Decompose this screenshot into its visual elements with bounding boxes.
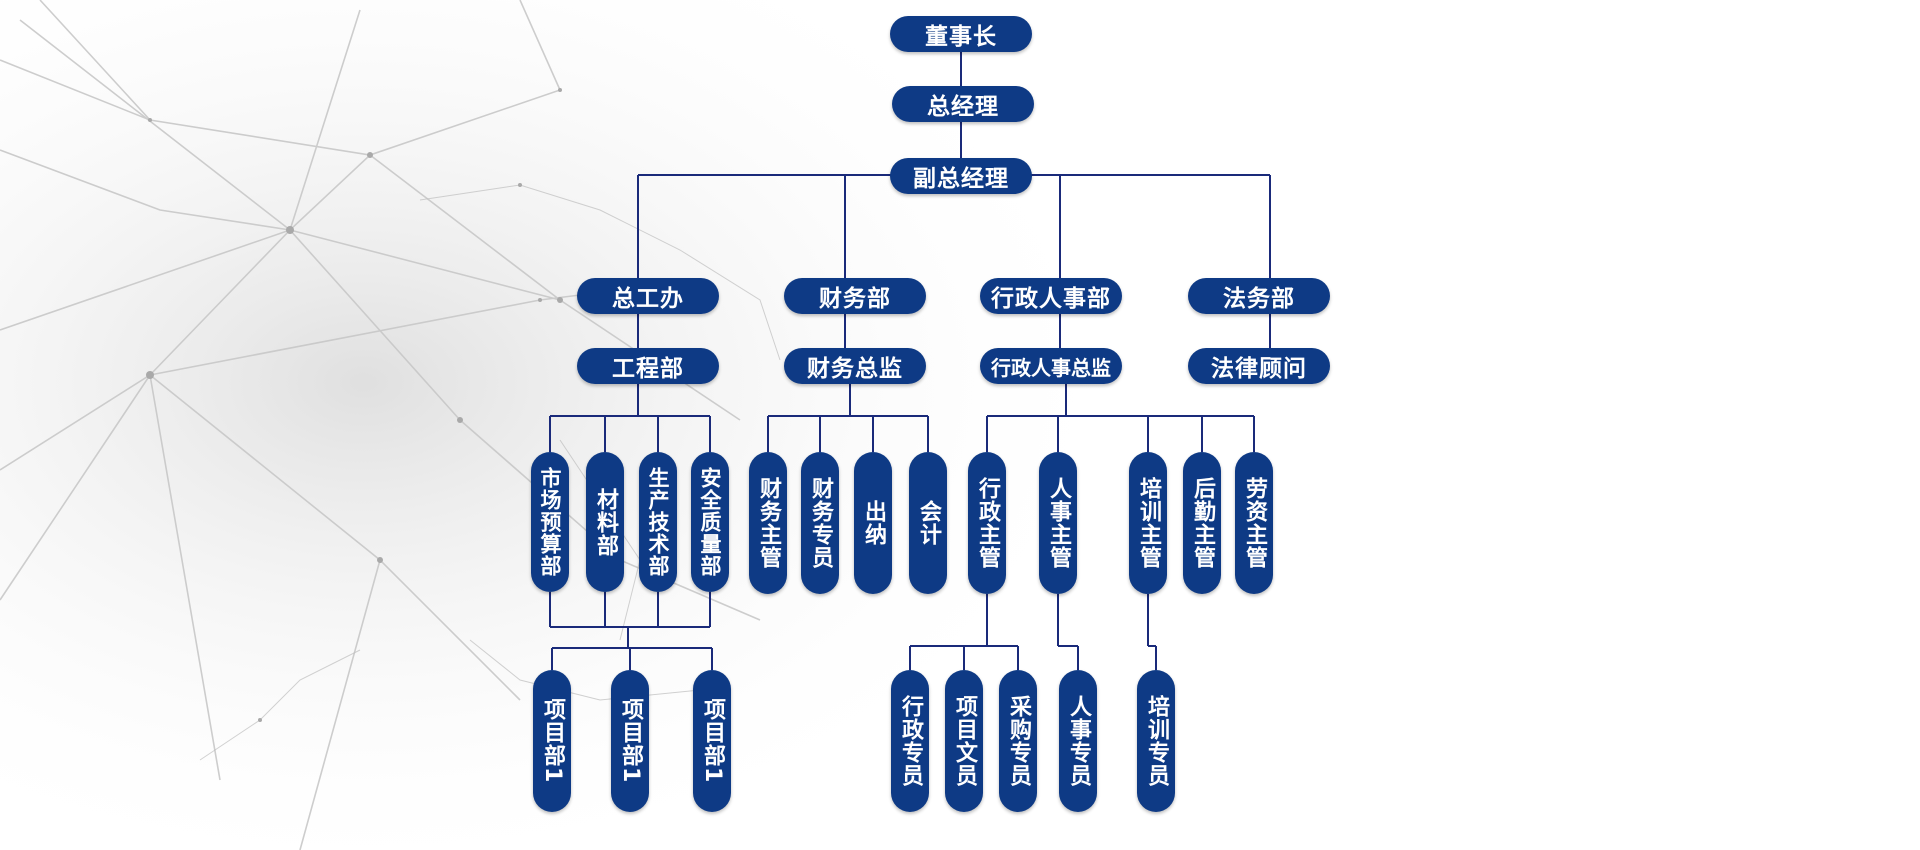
node-cashier: 出纳 bbox=[854, 452, 892, 594]
node-hr-supervisor: 人事主管 bbox=[1039, 452, 1077, 594]
node-admin-supervisor: 行政主管 bbox=[968, 452, 1006, 594]
node-project-dept-1: 项目部1 bbox=[533, 670, 571, 812]
node-procurement-specialist: 采购专员 bbox=[999, 670, 1037, 812]
node-chief-engineer-office: 总工办 bbox=[577, 278, 719, 314]
node-training-supervisor: 培训主管 bbox=[1129, 452, 1167, 594]
node-finance-director: 财务总监 bbox=[784, 348, 926, 384]
node-materials-dept: 材料部 bbox=[586, 452, 624, 592]
node-engineering-dept: 工程部 bbox=[577, 348, 719, 384]
node-market-budget-dept: 市场预算部 bbox=[531, 452, 569, 592]
node-project-dept-3: 项目部1 bbox=[693, 670, 731, 812]
node-general-manager: 总经理 bbox=[892, 86, 1034, 122]
node-hr-specialist: 人事专员 bbox=[1059, 670, 1097, 812]
node-vice-general-manager: 副总经理 bbox=[890, 158, 1032, 194]
node-legal-counsel: 法律顾问 bbox=[1188, 348, 1330, 384]
node-production-tech-dept: 生产技术部 bbox=[639, 452, 677, 592]
node-admin-hr-director: 行政人事总监 bbox=[980, 348, 1122, 384]
node-finance-specialist: 财务专员 bbox=[801, 452, 839, 594]
node-finance-dept: 财务部 bbox=[784, 278, 926, 314]
node-logistics-supervisor: 后勤主管 bbox=[1183, 452, 1221, 594]
node-project-dept-2: 项目部1 bbox=[611, 670, 649, 812]
node-admin-hr-dept: 行政人事部 bbox=[980, 278, 1122, 314]
node-admin-specialist: 行政专员 bbox=[891, 670, 929, 812]
node-legal-dept: 法务部 bbox=[1188, 278, 1330, 314]
node-chairman: 董事长 bbox=[890, 16, 1032, 52]
node-accountant: 会计 bbox=[909, 452, 947, 594]
node-labor-supervisor: 劳资主管 bbox=[1235, 452, 1273, 594]
node-training-specialist: 培训专员 bbox=[1137, 670, 1175, 812]
node-project-clerk: 项目文员 bbox=[945, 670, 983, 812]
node-safety-quality-dept: 安全质量部 bbox=[691, 452, 729, 592]
node-finance-supervisor: 财务主管 bbox=[749, 452, 787, 594]
